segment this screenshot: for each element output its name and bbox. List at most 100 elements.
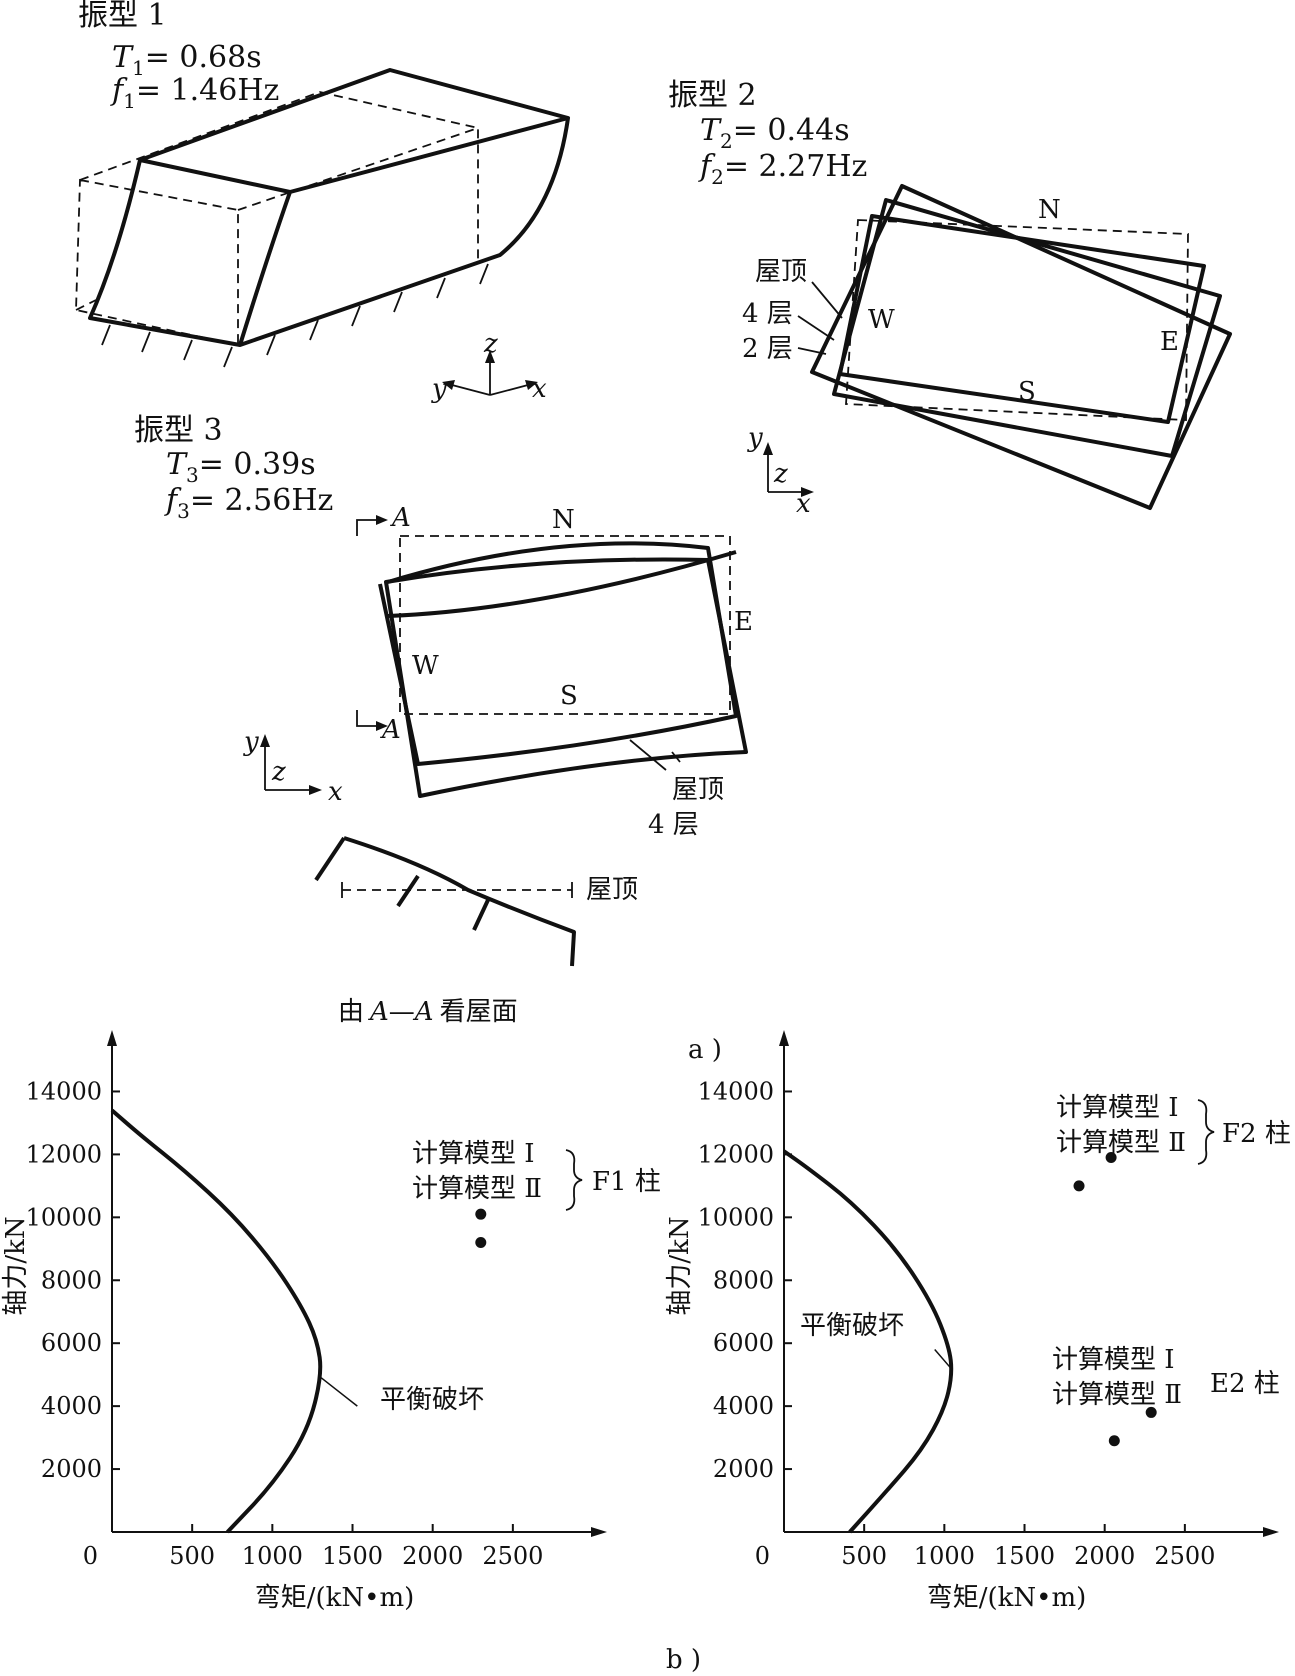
y-tick-label: 6000 <box>713 1329 774 1357</box>
y-tick-label: 4000 <box>41 1392 102 1420</box>
model1-label: 计算模型 Ⅰ <box>412 1139 535 1169</box>
mode3-axes: y z x <box>243 727 343 807</box>
mode1-axis-y: y <box>431 374 447 404</box>
interaction-curve <box>782 1149 954 1534</box>
mode3-roof-profile-label: 屋顶 <box>586 875 638 905</box>
mode3-axis-z: z <box>271 757 286 787</box>
y-tick-label: 12000 <box>26 1140 102 1168</box>
mode3-group: 振型 3 T3= 0.39s f3= 2.56Hz N E S W A A 屋顶… <box>134 413 753 1027</box>
mode3-section-a-bottom: A <box>380 715 401 745</box>
data-point <box>1073 1180 1085 1192</box>
x-tick-label: 500 <box>169 1542 215 1570</box>
x-tick-label: 1500 <box>322 1542 383 1570</box>
mode3-section-a-top: A <box>390 503 411 533</box>
mode2-label-w: W <box>868 305 895 335</box>
mode3-label-n: N <box>552 505 575 535</box>
mode1-group: 振型 1 T1= 0.68s f1= 1.46Hz z x y <box>75 0 570 404</box>
x-axis-label: 弯矩/(kN•m) <box>255 1583 415 1613</box>
data-point <box>475 1237 487 1249</box>
mode1-axes: z x y <box>431 329 547 404</box>
mode1-title: 振型 1 <box>78 0 167 33</box>
column-label-f2: F2 柱 <box>1222 1119 1291 1149</box>
mode3-roof-profile: 屋顶 <box>314 836 638 967</box>
mode2-label-e: E <box>1160 327 1179 357</box>
mode2-axis-z: z <box>773 459 788 489</box>
mode2-undeformed-outline <box>845 219 1189 421</box>
curve-leader <box>320 1377 358 1407</box>
curve-label-balanced-failure: 平衡破坏 <box>800 1311 904 1341</box>
mode2-floor2-outline <box>838 214 1206 424</box>
mode2-period: T2= 0.44s <box>700 113 850 153</box>
mode1-period: T1= 0.68s <box>112 40 262 80</box>
y-axis-arrow <box>779 1030 789 1046</box>
y-tick-label: 2000 <box>41 1455 102 1483</box>
f2-brace <box>1197 1099 1215 1165</box>
mode3-axis-x: x <box>328 777 343 807</box>
y-axis-label: 轴力/kN <box>665 1216 695 1315</box>
mode3-axis-y: y <box>243 727 259 757</box>
data-point <box>1105 1152 1117 1164</box>
mode3-label-w: W <box>412 651 439 681</box>
x-axis-arrow <box>591 1527 607 1537</box>
data-point <box>1108 1435 1120 1447</box>
mode2-roof-outline <box>810 184 1232 510</box>
y-tick-label: 14000 <box>26 1077 102 1105</box>
e2-model2-label: 计算模型 Ⅱ <box>1052 1380 1182 1410</box>
x-axis-arrow <box>1263 1527 1279 1537</box>
y-tick-label: 4000 <box>713 1392 774 1420</box>
mode2-label-s: S <box>1018 377 1036 407</box>
mode1-axis-z: z <box>483 329 498 359</box>
model-brace <box>565 1149 583 1211</box>
column-label-e2: E2 柱 <box>1210 1369 1280 1399</box>
x-tick-label: 1500 <box>994 1542 1055 1570</box>
mode2-axis-y: y <box>747 423 763 453</box>
data-point <box>1145 1406 1157 1418</box>
y-tick-label: 10000 <box>26 1203 102 1231</box>
x-tick-label: 0 <box>755 1542 770 1570</box>
mode3-roof-label: 屋顶 <box>672 775 724 805</box>
mode3-outline-inner <box>387 550 737 618</box>
mode3-frequency: f3= 2.56Hz <box>164 483 333 523</box>
f2-model2-label: 计算模型 Ⅱ <box>1056 1128 1186 1158</box>
mode3-period: T3= 0.39s <box>166 447 316 487</box>
mode2-axes: y z x <box>747 423 814 519</box>
mode2-leader-lines <box>797 281 843 355</box>
data-point <box>475 1208 487 1220</box>
y-tick-label: 14000 <box>698 1077 774 1105</box>
y-axis-label: 轴力/kN <box>1 1216 31 1315</box>
mode3-roof-outline <box>378 541 738 766</box>
mode2-title: 振型 2 <box>668 78 757 113</box>
y-axis-arrow <box>107 1030 117 1046</box>
x-tick-label: 2500 <box>482 1542 543 1570</box>
mode2-axis-x: x <box>796 489 811 519</box>
curve-label-balanced-failure: 平衡破坏 <box>380 1385 484 1415</box>
mode2-floor2-label: 2 层 <box>742 334 793 364</box>
x-tick-label: 0 <box>83 1542 98 1570</box>
mode2-roof-label: 屋顶 <box>755 257 807 287</box>
mode3-label-e: E <box>734 607 753 637</box>
x-tick-label: 2000 <box>1074 1542 1135 1570</box>
mode3-floor4-outline <box>384 557 748 798</box>
mode3-leader-lines <box>629 739 681 771</box>
y-tick-label: 10000 <box>698 1203 774 1231</box>
mode3-section-markers: A A <box>356 503 411 745</box>
column-label-f1: F1 柱 <box>592 1167 661 1197</box>
x-axis-label: 弯矩/(kN•m) <box>927 1583 1087 1613</box>
mode3-label-s: S <box>560 681 578 711</box>
x-tick-label: 1000 <box>242 1542 303 1570</box>
mode1-frequency: f1= 1.46Hz <box>110 73 279 113</box>
mode3-floor4-label: 4 层 <box>648 810 699 840</box>
x-tick-label: 2500 <box>1154 1542 1215 1570</box>
mode2-group: 振型 2 T2= 0.44s f2= 2.27Hz N E S W 屋顶 4 层… <box>668 78 1232 519</box>
f2-model1-label: 计算模型 Ⅰ <box>1056 1093 1179 1123</box>
x-tick-label: 500 <box>841 1542 887 1570</box>
mode2-frequency: f2= 2.27Hz <box>698 149 867 189</box>
y-tick-label: 6000 <box>41 1329 102 1357</box>
mode2-label-n: N <box>1038 195 1061 225</box>
y-tick-label: 12000 <box>698 1140 774 1168</box>
model2-label: 计算模型 Ⅱ <box>412 1174 542 1204</box>
